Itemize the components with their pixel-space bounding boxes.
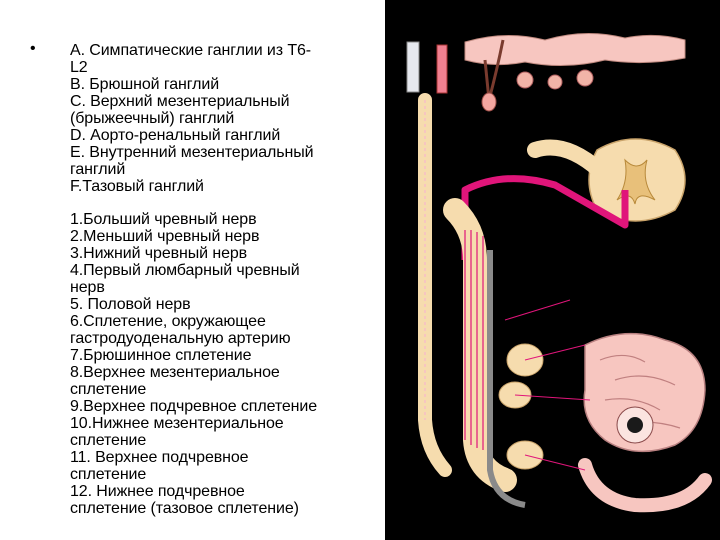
legend-line: нерв bbox=[70, 279, 105, 296]
sweat-gland bbox=[576, 69, 594, 87]
legend-line: 3.Нижний чревный нерв bbox=[70, 245, 248, 262]
legend-line: 12. Нижнее подчревное bbox=[70, 483, 245, 500]
preganglionic-fiber bbox=[461, 175, 629, 260]
bullet-marker: • bbox=[30, 40, 36, 57]
splanchnic-lines bbox=[464, 230, 484, 450]
legend-line: 10.Нижнее мезентериальное bbox=[70, 415, 284, 432]
legend-line: 11. Верхнее подчревное bbox=[70, 449, 249, 466]
skin-layer bbox=[464, 33, 686, 67]
plexus-fibers bbox=[504, 299, 591, 471]
legend-line: L2 bbox=[70, 59, 88, 76]
legend-line: E. Внутренний мезентериальный bbox=[70, 144, 314, 161]
splanchnic-trunk bbox=[443, 198, 517, 492]
colon-lumen bbox=[627, 417, 643, 433]
aorta bbox=[487, 250, 526, 508]
legend-line: B. Брюшной ганглий bbox=[70, 76, 220, 93]
nerve-root bbox=[527, 139, 607, 178]
legend-line: A. Симпатические ганглии из T6- bbox=[70, 42, 312, 59]
legend-line: D. Аорто-ренальный ганглий bbox=[70, 127, 281, 144]
vessel bbox=[436, 44, 448, 94]
intestine-loops bbox=[599, 354, 681, 429]
legend-line: 5. Половой нерв bbox=[70, 296, 191, 313]
large-intestine bbox=[578, 458, 712, 513]
sympathetic-chain bbox=[418, 93, 452, 477]
legend-line: C. Верхний мезентериальный bbox=[70, 93, 290, 110]
hair-bulb bbox=[481, 92, 497, 112]
vessel bbox=[406, 41, 420, 93]
legend-line: (брыжеечный) ганглий bbox=[70, 110, 235, 127]
legend-line: 7.Брюшинное сплетение bbox=[70, 347, 252, 364]
legend-line: сплетение bbox=[70, 466, 147, 483]
legend-line: 2.Меньший чревный нерв bbox=[70, 228, 260, 245]
legend-line: гастродуоденальную артерию bbox=[70, 330, 291, 347]
sympathetic-nervous-system-diagram bbox=[406, 33, 712, 513]
legend-line: 8.Верхнее мезентериальное bbox=[70, 364, 280, 381]
legend-line: 1.Больший чревный нерв bbox=[70, 211, 257, 228]
anatomy-illustration bbox=[385, 0, 720, 540]
legend-line: 9.Верхнее подчревное сплетение bbox=[70, 398, 318, 415]
legend-line: F.Тазовый ганглий bbox=[70, 178, 204, 195]
legend-line: сплетение bbox=[70, 432, 147, 449]
small-intestine bbox=[583, 332, 706, 453]
legend-line: сплетение bbox=[70, 381, 147, 398]
legend-line: сплетение (тазовое сплетение) bbox=[70, 500, 299, 517]
legend-line: 6.Сплетение, окружающее bbox=[70, 313, 266, 330]
sweat-gland bbox=[547, 74, 563, 90]
sweat-gland bbox=[516, 71, 534, 89]
legend-line: ганглий bbox=[70, 161, 126, 178]
legend-panel: • A. Симпатические ганглии из T6- L2 B. … bbox=[30, 40, 318, 517]
legend-line: 4.Первый люмбарный чревный bbox=[70, 262, 300, 279]
